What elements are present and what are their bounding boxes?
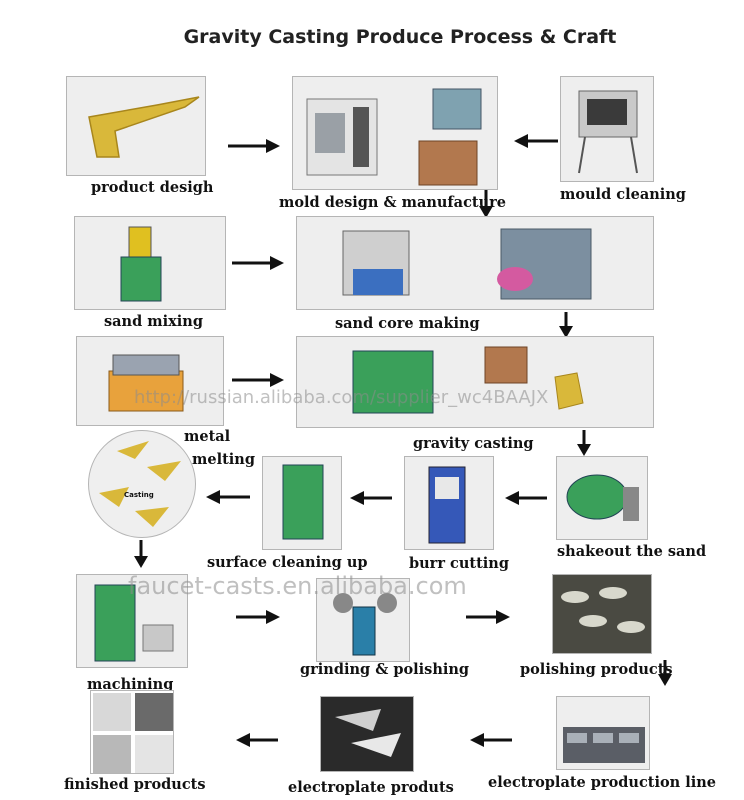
arrow-right-3 <box>232 373 284 387</box>
arrow-down-5 <box>658 660 672 686</box>
label-product-design: product desigh <box>91 181 213 196</box>
metal-melting-image <box>76 336 224 426</box>
label-burr-cutting: burr cutting <box>409 557 509 572</box>
label-mould-cleaning: mould cleaning <box>560 188 686 203</box>
arrow-down-1 <box>479 190 493 218</box>
gravity-casting-image <box>296 336 654 428</box>
label-gravity-casting: gravity casting <box>413 437 534 452</box>
electroplate-line-image <box>556 696 650 770</box>
casting-circle <box>88 430 196 538</box>
label-melting: melting <box>192 453 255 468</box>
arrow-down-4 <box>134 540 148 568</box>
burr-cutting-image <box>404 456 494 550</box>
diagram-title: Gravity Casting Produce Process & Craft <box>0 26 744 48</box>
product-design-image <box>66 76 206 176</box>
arrow-down-2 <box>559 312 573 338</box>
arrow-left-2 <box>206 490 250 504</box>
arrow-left-1 <box>514 134 558 148</box>
shakeout-image <box>556 456 648 540</box>
finished-products-image <box>90 690 174 774</box>
mould-cleaning-image <box>560 76 654 182</box>
arrow-left-5 <box>236 733 278 747</box>
label-electroplate-line: electroplate production line <box>488 776 716 791</box>
sand-core-image <box>296 216 654 310</box>
arrow-left-6 <box>470 733 512 747</box>
arrow-right-4 <box>236 610 280 624</box>
arrow-left-3 <box>350 491 392 505</box>
circle-casting-label: Casting <box>124 492 154 499</box>
label-sand-mixing: sand mixing <box>104 315 203 330</box>
surface-cleaning-image <box>262 456 342 550</box>
label-shakeout: shakeout the sand <box>557 545 706 560</box>
label-polishing-products: polishing products <box>520 663 673 678</box>
arrow-right-2 <box>232 256 284 270</box>
label-mold-design: mold design & manufacture <box>279 196 506 211</box>
arrow-right-1 <box>228 139 280 153</box>
label-surface-cleaning: surface cleaning up <box>207 556 368 571</box>
sand-mixing-image <box>74 216 226 310</box>
electroplate-produts-image <box>320 696 414 772</box>
arrow-down-3 <box>577 430 591 456</box>
polishing-products-image <box>552 574 652 654</box>
label-electroplate-produts: electroplate produts <box>288 781 454 796</box>
label-sand-core: sand core making <box>335 317 480 332</box>
mold-design-image <box>292 76 498 190</box>
arrow-right-5 <box>466 610 510 624</box>
arrow-left-4 <box>505 491 547 505</box>
label-grinding: grinding & polishing <box>300 663 469 678</box>
watermark-site: faucet-casts.en.alibaba.com <box>128 574 467 598</box>
label-finished-products: finished products <box>64 778 206 793</box>
watermark-url: http://russian.alibaba.com/supplier_wc4B… <box>134 389 548 407</box>
